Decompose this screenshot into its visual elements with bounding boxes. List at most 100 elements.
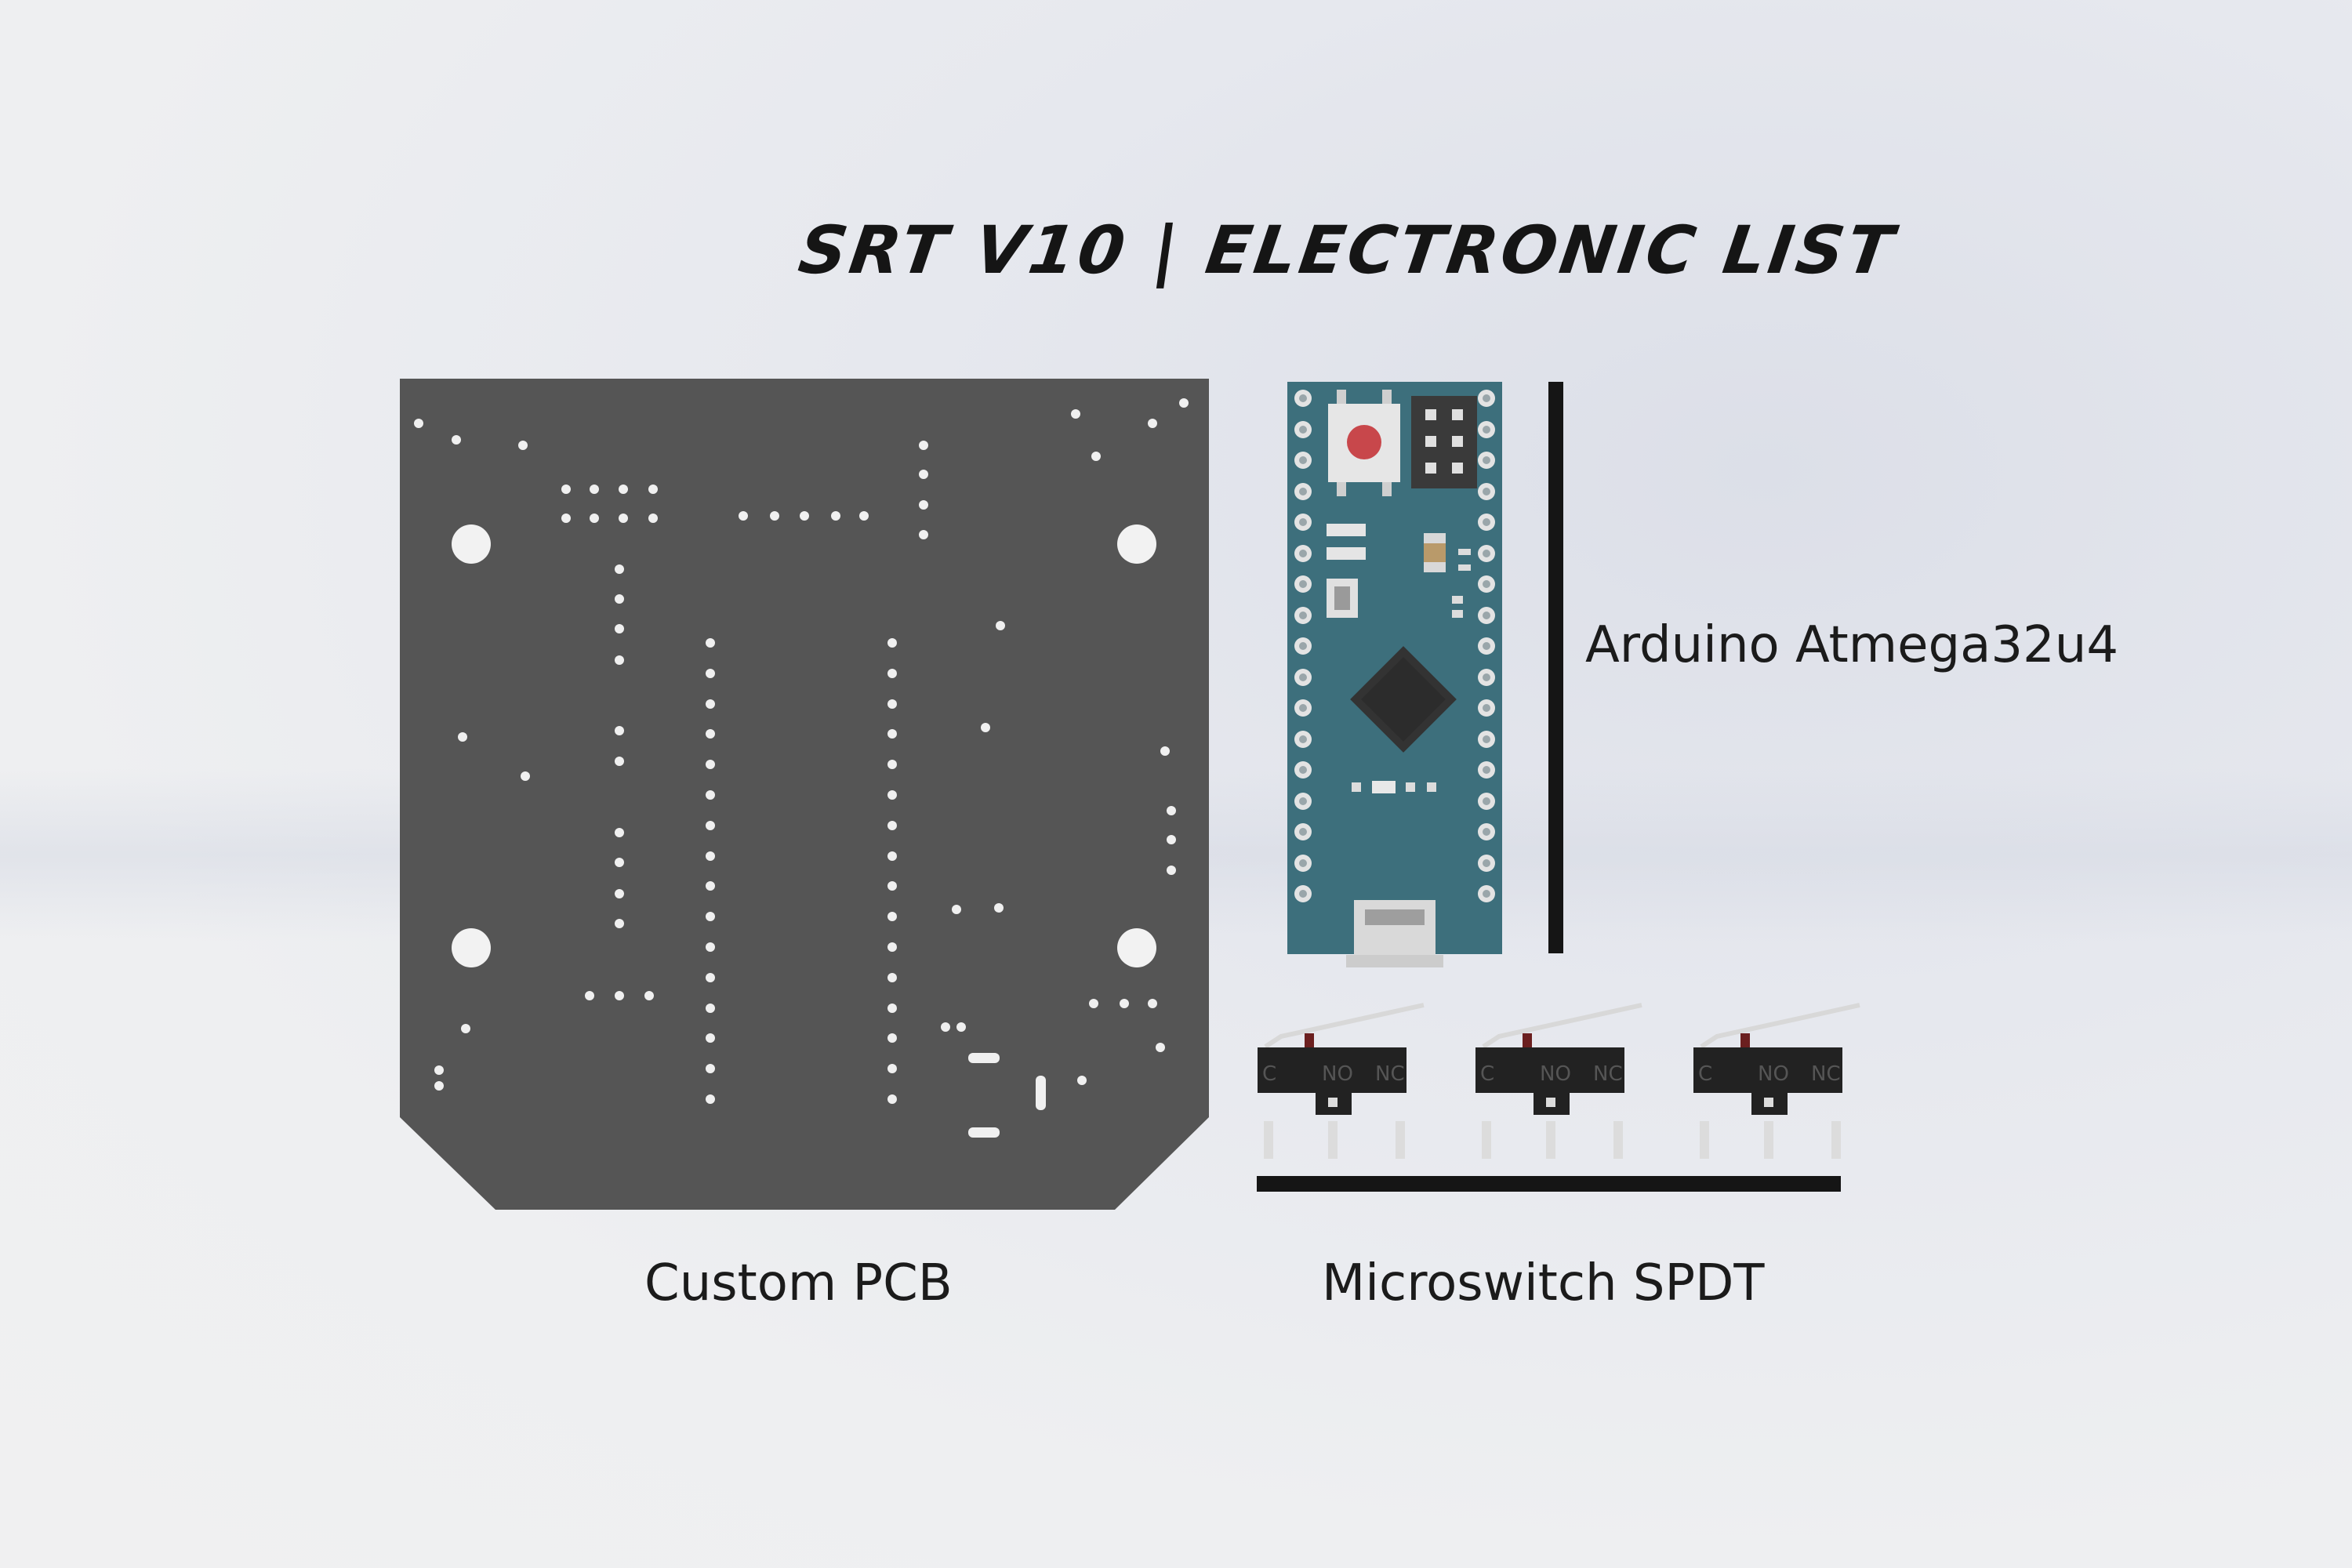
pcb-via bbox=[706, 1064, 715, 1073]
pcb-via bbox=[458, 732, 467, 742]
pcb-via bbox=[739, 511, 748, 521]
switch-leg bbox=[1546, 1121, 1555, 1159]
arduino-label: Arduino Atmega32u4 bbox=[1585, 616, 2119, 674]
pcb-via bbox=[706, 760, 715, 769]
pcb-via bbox=[919, 500, 928, 510]
pcb-via bbox=[994, 903, 1004, 913]
pcb-via bbox=[706, 912, 715, 921]
microswitch-label: Microswitch SPDT bbox=[1322, 1254, 1765, 1312]
pcb-via bbox=[521, 771, 530, 781]
pcb-via bbox=[615, 889, 624, 898]
pcb-via bbox=[887, 881, 897, 891]
pcb-via bbox=[706, 699, 715, 709]
switch-leg bbox=[1264, 1121, 1273, 1159]
pcb-via bbox=[1071, 409, 1080, 419]
pcb-via bbox=[414, 419, 423, 428]
pcb-via bbox=[887, 851, 897, 861]
pcb-via bbox=[981, 723, 990, 732]
pcb-via bbox=[619, 514, 628, 523]
mounting-hole bbox=[1117, 928, 1156, 967]
switch-bracket-bar bbox=[1257, 1176, 1841, 1192]
pcb-via bbox=[615, 919, 624, 928]
pin-label: NC bbox=[1375, 1062, 1405, 1086]
pin-label: C bbox=[1262, 1062, 1276, 1086]
pcb-via bbox=[887, 729, 897, 739]
pcb-via bbox=[956, 1022, 966, 1032]
pcb-via bbox=[706, 790, 715, 800]
arduino-bracket-bar bbox=[1548, 382, 1563, 953]
actuator bbox=[1305, 1033, 1314, 1049]
micro-usb-connector bbox=[1354, 900, 1436, 955]
mounting-hole bbox=[1117, 524, 1156, 564]
pcb-via bbox=[615, 624, 624, 633]
led bbox=[1327, 524, 1366, 536]
pcb-via bbox=[770, 511, 779, 521]
pcb-via bbox=[1167, 806, 1176, 815]
switch-leg bbox=[1396, 1121, 1405, 1159]
pcb-via bbox=[887, 1064, 897, 1073]
pcb-via bbox=[887, 1033, 897, 1043]
pcb-via bbox=[887, 638, 897, 648]
pcb-via bbox=[615, 655, 624, 665]
pcb-via bbox=[615, 594, 624, 604]
pcb-via bbox=[706, 1004, 715, 1013]
pcb-slot bbox=[1036, 1076, 1046, 1110]
pcb-via bbox=[706, 1033, 715, 1043]
pcb-via bbox=[706, 729, 715, 739]
pin-label: C bbox=[1698, 1062, 1712, 1086]
pcb-via bbox=[615, 726, 624, 735]
pcb-via bbox=[615, 564, 624, 574]
pin-label: NO bbox=[1758, 1062, 1789, 1086]
pcb-via bbox=[434, 1065, 444, 1075]
pcb-via bbox=[1156, 1043, 1165, 1052]
pcb-via bbox=[996, 621, 1005, 630]
pcb-via bbox=[648, 514, 658, 523]
pcb-via bbox=[887, 699, 897, 709]
pcb-via bbox=[1148, 999, 1157, 1008]
pcb-slot bbox=[968, 1127, 1000, 1138]
pcb-via bbox=[887, 973, 897, 982]
pin-label: C bbox=[1480, 1062, 1494, 1086]
pin-label: NO bbox=[1322, 1062, 1353, 1086]
pcb-via bbox=[706, 973, 715, 982]
pcb-via bbox=[859, 511, 869, 521]
switch-leg bbox=[1831, 1121, 1841, 1159]
switch-leg bbox=[1482, 1121, 1491, 1159]
pcb-via bbox=[706, 638, 715, 648]
pin-label: NO bbox=[1540, 1062, 1571, 1086]
atmega32u4-chip bbox=[1350, 646, 1457, 753]
pcb-slot bbox=[968, 1053, 1000, 1063]
led bbox=[1327, 547, 1366, 560]
switch-leg bbox=[1700, 1121, 1709, 1159]
icsp-header bbox=[1411, 396, 1477, 488]
pcb-via bbox=[887, 669, 897, 678]
microswitch: C NO NC bbox=[1258, 1003, 1425, 1159]
pcb-via bbox=[434, 1081, 444, 1091]
pcb-via bbox=[561, 514, 571, 523]
pcb-via bbox=[644, 991, 654, 1000]
pcb-via bbox=[1160, 746, 1170, 756]
pcb-via bbox=[452, 435, 461, 445]
microswitch: C NO NC bbox=[1475, 1003, 1642, 1159]
pcb-via bbox=[706, 851, 715, 861]
pcb-via bbox=[1120, 999, 1129, 1008]
pcb-via bbox=[887, 942, 897, 952]
pcb-via bbox=[919, 530, 928, 539]
pcb-via bbox=[561, 485, 571, 494]
custom-pcb bbox=[400, 379, 1209, 1210]
pcb-via bbox=[648, 485, 658, 494]
pcb-via bbox=[706, 942, 715, 952]
pin-label: NC bbox=[1593, 1062, 1623, 1086]
pcb-via bbox=[1091, 452, 1101, 461]
pcb-vias bbox=[414, 398, 1189, 1104]
pcb-via bbox=[706, 821, 715, 830]
pcb-via bbox=[831, 511, 840, 521]
reset-button bbox=[1347, 425, 1381, 459]
pcb-via bbox=[919, 441, 928, 450]
pcb-via bbox=[941, 1022, 950, 1032]
pcb-via bbox=[919, 470, 928, 479]
switch-leg bbox=[1328, 1121, 1338, 1159]
